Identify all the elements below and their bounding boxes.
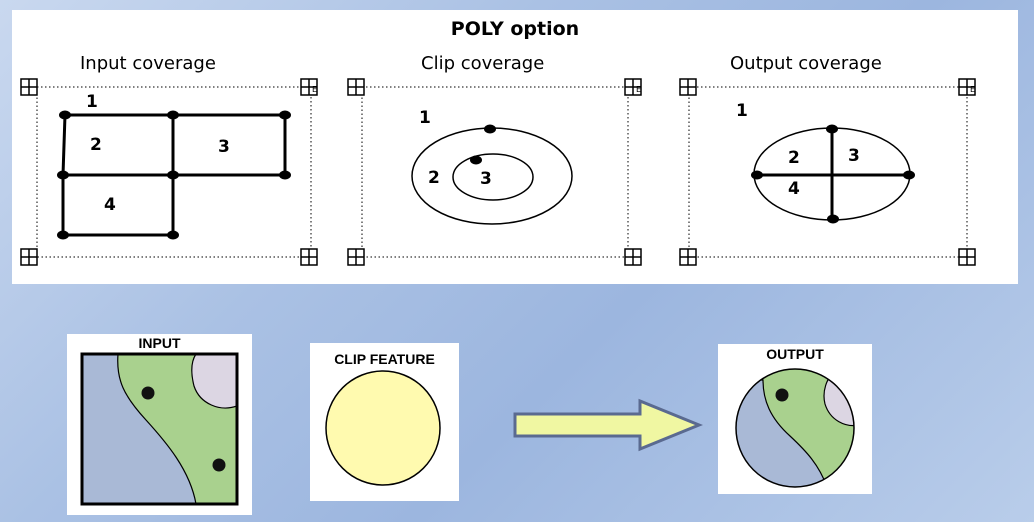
polygon-number-label: 3 — [218, 137, 230, 157]
output-circle-outline — [735, 368, 855, 488]
tic-mark-icon — [20, 248, 38, 266]
input-label: INPUT — [138, 335, 181, 351]
tic-label: E — [970, 85, 975, 94]
output-coverage: E 1 2 3 4 — [679, 78, 976, 266]
tic-mark-icon — [347, 78, 365, 96]
input-coverage-label: Input coverage — [80, 53, 216, 74]
polygon-number-label: 2 — [90, 135, 102, 155]
tic-mark-icon — [958, 248, 976, 266]
input-illustration — [67, 334, 252, 515]
tic-mark-icon — [624, 248, 642, 266]
right-arrow-icon — [513, 398, 703, 452]
polygon-number-label: 4 — [104, 195, 116, 215]
clip-node — [484, 124, 496, 134]
polygon-number-label: 4 — [788, 179, 800, 199]
clip-coverage-label: Clip coverage — [421, 53, 545, 74]
inner-clip-circle — [452, 153, 534, 201]
output-nodes — [751, 124, 915, 224]
output-illustration — [718, 344, 872, 494]
poly-option-panel: POLY option Input coverage Clip coverage… — [12, 10, 1018, 284]
output-label: OUTPUT — [766, 346, 824, 362]
output-extent-box — [688, 86, 968, 258]
input-nodes — [57, 110, 291, 240]
clip-node — [470, 155, 482, 165]
tic-mark-icon — [679, 78, 697, 96]
input-coverage: E 1 2 3 4 — [20, 78, 318, 266]
tic-mark-icon — [20, 78, 38, 96]
polygon-number-label: 1 — [86, 92, 98, 112]
clip-coverage: E 1 2 3 — [347, 78, 642, 266]
clip-feature-circle — [325, 370, 441, 486]
clip-feature-label: CLIP FEATURE — [334, 351, 435, 367]
point-feature — [141, 386, 155, 400]
polygon-number-label: 2 — [788, 148, 800, 168]
input-extent-box — [36, 86, 312, 258]
tic-mark-icon — [300, 248, 318, 266]
polygon-number-label: 2 — [428, 168, 440, 188]
input-frame — [80, 352, 239, 506]
tic-label: E — [636, 85, 641, 94]
clip-feature-illustration — [310, 343, 459, 501]
diagram-title: POLY option — [450, 18, 580, 40]
tic-mark-icon — [347, 248, 365, 266]
tic-mark-icon — [679, 248, 697, 266]
polygon-number-label: 3 — [848, 146, 860, 166]
point-feature — [212, 458, 226, 472]
polygon-number-label: 3 — [480, 169, 492, 189]
polygon-number-label: 1 — [419, 108, 431, 128]
output-coverage-label: Output coverage — [730, 53, 882, 74]
point-feature — [775, 388, 789, 402]
tic-label: E — [312, 85, 317, 94]
polygon-number-label: 1 — [736, 101, 748, 121]
clip-extent-box — [361, 86, 629, 258]
